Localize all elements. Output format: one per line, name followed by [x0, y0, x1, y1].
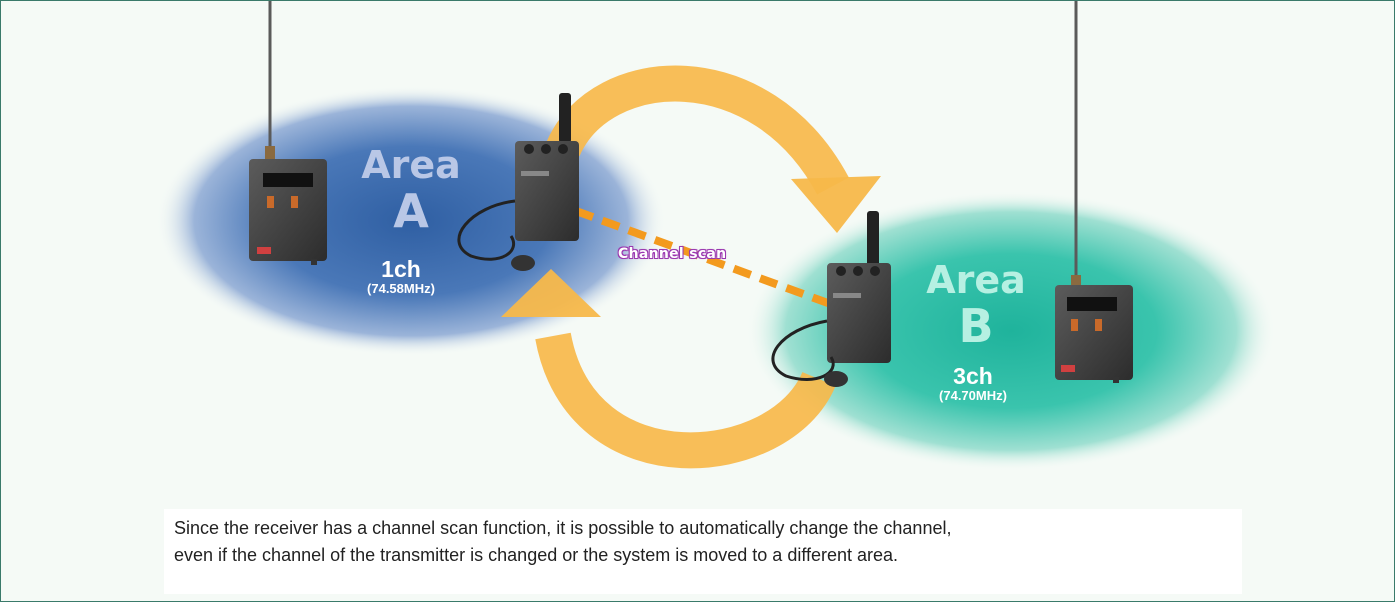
- receiver-b-icon: [771, 211, 891, 387]
- channel-scan-line: [574, 207, 838, 310]
- caption-box: Since the receiver has a channel scan fu…: [164, 509, 1242, 594]
- area-b-word: Area: [926, 258, 1026, 302]
- transmitter-b-icon: [1055, 1, 1133, 383]
- area-a-frequency: (74.58MHz): [367, 281, 435, 297]
- upper-arrow-head: [791, 176, 881, 233]
- area-a-channel: 1ch: [381, 256, 421, 282]
- upper-arc-arrow: [546, 65, 849, 195]
- caption-line-2: even if the channel of the transmitter i…: [174, 545, 899, 565]
- transmitter-a-icon: [249, 1, 327, 265]
- receiver-a-icon: [457, 93, 579, 271]
- channel-scan-label: Channel scan: [618, 246, 727, 262]
- area-b-channel: 3ch: [953, 363, 993, 389]
- area-a-channel-label: 1ch (74.58MHz): [341, 256, 461, 297]
- area-b-letter: B: [958, 299, 994, 353]
- area-b-channel-label: 3ch (74.70MHz): [913, 363, 1033, 404]
- area-a-word: Area: [361, 143, 461, 187]
- area-b-title: Area B: [911, 261, 1041, 349]
- cycle-arrows-icon: [501, 65, 881, 469]
- area-b-frequency: (74.70MHz): [939, 388, 1007, 404]
- area-a-letter: A: [393, 184, 429, 238]
- lower-arrow-head: [501, 269, 601, 317]
- lower-arc-arrow: [535, 332, 836, 469]
- caption-line-1: Since the receiver has a channel scan fu…: [174, 518, 952, 538]
- area-a-title: Area A: [346, 146, 476, 234]
